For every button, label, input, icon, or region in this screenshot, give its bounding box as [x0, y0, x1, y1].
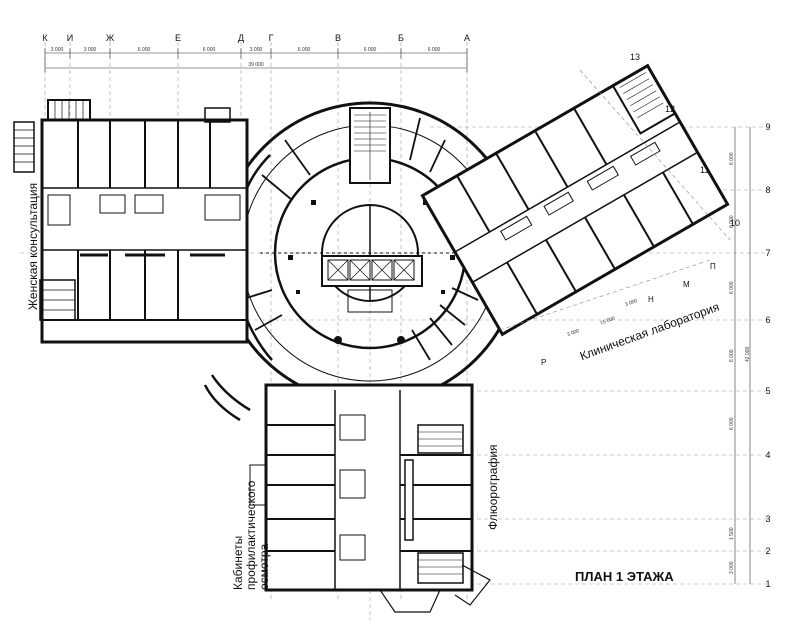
- zone-label-women-consultation: Женская консультация: [26, 182, 40, 310]
- dim-top-1: 3 000: [50, 47, 64, 53]
- axis-num-12: 12: [665, 104, 676, 114]
- axis-num-8: 8: [765, 185, 771, 195]
- axis-letter-k: К: [42, 33, 48, 43]
- west-connector: [204, 107, 273, 361]
- dim-top-8: 6 000: [427, 47, 441, 53]
- west-wing-stair: [13, 99, 91, 321]
- dim-right-5: 6 000: [729, 417, 735, 430]
- axis-num-1: 1: [765, 579, 771, 589]
- axis-num-11: 11: [700, 165, 710, 175]
- dim-top-5: 3 000: [249, 47, 263, 53]
- axis-num-2: 2: [765, 546, 771, 556]
- dim-top-2: 3 000: [83, 47, 97, 53]
- axis-letter-i: И: [66, 33, 74, 43]
- dim-right-6: 1 500: [729, 527, 735, 540]
- dim-top-6: 6 000: [297, 47, 311, 53]
- axis-num-4: 4: [765, 450, 771, 460]
- south-stairs: [379, 424, 491, 613]
- dim-top-7: 6 000: [363, 47, 377, 53]
- axis-num-7: 7: [765, 248, 771, 258]
- axis-letter-b: Б: [398, 33, 404, 43]
- south-entrance-walls: [203, 374, 251, 422]
- axis-letter-r: Р: [541, 358, 547, 367]
- axis-num-10: 10: [730, 218, 741, 228]
- south-wing: [249, 383, 474, 592]
- axis-letter-p: П: [710, 262, 716, 271]
- dim-right-4: 6 000: [729, 349, 735, 362]
- axis-num-9: 9: [765, 122, 771, 132]
- axis-num-6: 6: [765, 315, 771, 325]
- plan-title: ПЛАН 1 ЭТАЖА: [575, 569, 674, 584]
- ring-partitions: [239, 117, 479, 361]
- dim-right-1: 6 000: [729, 152, 735, 165]
- zone-label-prophylactic-rooms: Кабинеты профилактического осмотра: [231, 480, 271, 590]
- axis-letter-a: А: [463, 33, 471, 43]
- dim-top-3: 6 000: [137, 47, 151, 53]
- top-dimension-line: [44, 48, 468, 72]
- axis-letter-n: Н: [648, 295, 654, 304]
- zone-label-fluorography: Флюорография: [486, 444, 500, 530]
- north-stair: [349, 107, 391, 184]
- dim-right-7: 3 000: [729, 561, 735, 574]
- axis-letter-m: М: [683, 280, 690, 289]
- axis-num-13: 13: [630, 52, 641, 62]
- axis-letter-d: Д: [237, 33, 245, 43]
- dim-top-total: 39 000: [248, 62, 264, 68]
- west-wing: [40, 118, 249, 344]
- lab-wing: [420, 63, 730, 337]
- dim-top-4: 6 000: [202, 47, 216, 53]
- axis-num-5: 5: [765, 386, 771, 396]
- axis-letter-zh: Ж: [105, 33, 115, 43]
- axis-letter-g: Г: [268, 33, 274, 43]
- dim-right-3: 6 000: [729, 281, 735, 294]
- axis-num-3: 3: [765, 514, 771, 524]
- dim-right-total: 42 000: [745, 346, 751, 362]
- right-dimension-lines: [734, 127, 751, 584]
- elevator-core: [321, 255, 423, 313]
- axis-letter-v: В: [334, 33, 342, 43]
- lab-wing-axes: [499, 69, 731, 331]
- axis-letter-e: Е: [174, 33, 182, 43]
